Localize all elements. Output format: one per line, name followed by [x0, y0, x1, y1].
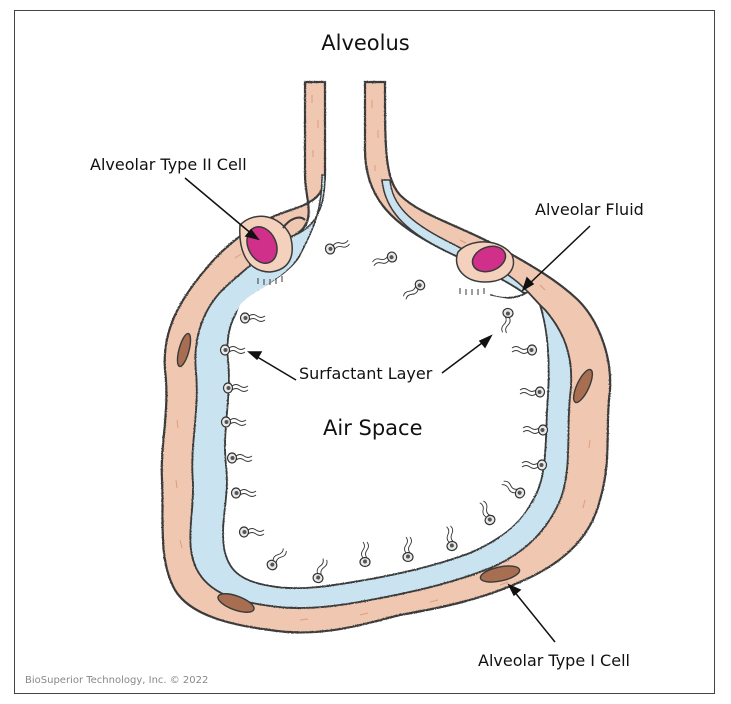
label-air-space: Air Space [323, 416, 423, 440]
air-space-fill [232, 257, 541, 579]
label-alveolar-fluid: Alveolar Fluid [535, 200, 644, 219]
type2-cell-left [239, 215, 306, 285]
diagram-title: Alveolus [321, 31, 410, 55]
label-type2-cell: Alveolar Type II Cell [90, 155, 247, 174]
type2-cell-right [455, 241, 515, 295]
label-type1-cell: Alveolar Type I Cell [478, 651, 630, 670]
label-surfactant-layer: Surfactant Layer [299, 364, 433, 383]
type1-cells [176, 332, 594, 613]
copyright-credit: BioSuperior Technology, Inc. © 2022 [25, 675, 209, 686]
label-arrows [184, 177, 591, 643]
